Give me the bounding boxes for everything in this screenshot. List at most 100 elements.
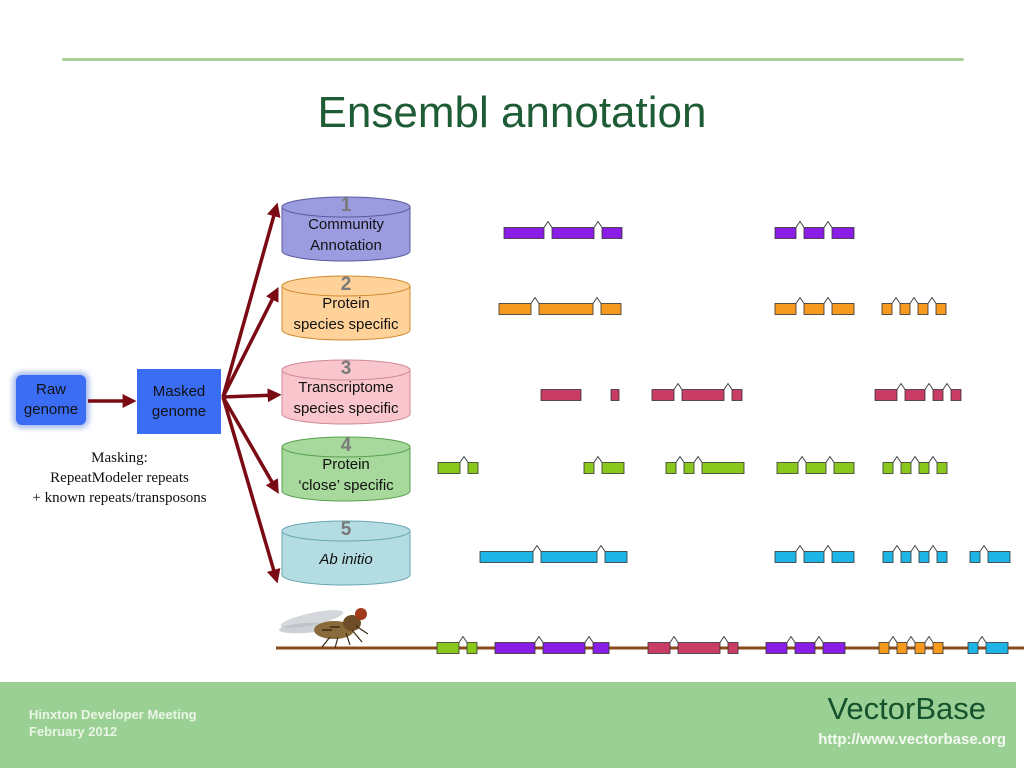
intron-row-2 [891,296,901,304]
exon-row-5 [479,551,534,563]
intron-row-2 [823,296,833,304]
intron-genome [534,635,544,643]
source-cylinder-top-5 [281,520,411,542]
source-arrow-4 [221,396,279,494]
intron-row-4 [593,455,603,463]
exon-row-4 [583,462,595,474]
source-cylinder-top-1 [281,196,411,218]
source-number: 2 [340,274,352,295]
exon-row-2 [600,303,622,315]
fly-icon [279,608,369,649]
exon-row-5 [540,551,598,563]
intron-row-5 [892,544,902,552]
exon-row-3 [681,389,725,401]
exon-row-5 [900,551,912,563]
exon-genome [794,642,816,654]
exon-row-4 [882,462,894,474]
exon-genome [878,642,890,654]
source-arrow-3 [222,388,282,403]
exon-row-4 [936,462,948,474]
intron-row-1 [823,220,833,228]
raw-genome-label: Raw genome [23,381,79,418]
exon-row-2 [881,303,893,315]
exon-row-2 [498,303,532,315]
intron-genome [924,635,934,643]
intron-genome [977,635,987,643]
exon-genome [822,642,846,654]
intron-row-3 [896,382,906,390]
exon-row-2 [538,303,594,315]
intron-row-2 [592,296,602,304]
exon-genome [896,642,908,654]
exon-genome [466,642,478,654]
raw-genome-box: Raw genome [16,375,86,425]
exon-genome [967,642,979,654]
exon-genome [985,642,1009,654]
intron-genome [786,635,796,643]
intron-row-5 [596,544,606,552]
source-cylinder-4 [281,447,411,502]
intron-row-4 [825,455,835,463]
exon-genome [727,642,739,654]
masked-genome-label: Masked genome [151,382,207,420]
source-label: Ab initio [319,551,373,568]
source-cylinder-top-3 [281,359,411,381]
intron-row-5 [532,544,542,552]
exon-genome [494,642,536,654]
exon-row-4 [833,462,855,474]
masking-note: Masking: RepeatModeler repeats + known r… [12,448,227,508]
intron-row-3 [924,382,934,390]
source-number: 4 [340,435,352,456]
source-arrow-5 [221,396,281,584]
exon-row-4 [776,462,799,474]
masked-genome-box: Masked genome [137,369,221,434]
exon-genome [436,642,460,654]
source-cylinder-3 [281,370,411,425]
intron-genome [584,635,594,643]
footer-url[interactable]: http://www.vectorbase.org [818,731,1006,748]
exon-row-4 [805,462,827,474]
exon-row-4 [918,462,930,474]
source-cylinder-top-2 [281,275,411,297]
exon-row-1 [774,227,797,239]
intron-row-4 [459,455,469,463]
exon-row-5 [918,551,930,563]
exon-row-3 [651,389,675,401]
exon-row-4 [701,462,745,474]
exon-row-5 [774,551,797,563]
intron-genome [719,635,729,643]
exon-row-1 [601,227,623,239]
exon-row-3 [874,389,898,401]
intron-genome [669,635,679,643]
exon-row-2 [803,303,825,315]
exon-row-3 [932,389,944,401]
intron-genome [458,635,468,643]
footer-meeting-line: Hinxton Developer Meeting [29,707,197,722]
exon-row-5 [987,551,1011,563]
exon-row-2 [917,303,929,315]
intron-row-4 [675,455,685,463]
source-arrow-2 [221,287,279,398]
intron-row-3 [942,382,952,390]
intron-row-5 [928,544,938,552]
intron-genome [906,635,916,643]
source-number: 3 [340,358,352,379]
masking-note-line: RepeatModeler repeats [50,470,189,486]
exon-row-1 [803,227,825,239]
page-title: Ensembl annotation [317,88,707,137]
source-label: Protein‘close’ specific [298,456,394,494]
exon-row-3 [540,389,582,401]
source-cylinder-2 [281,286,411,341]
intron-row-3 [673,382,683,390]
intron-row-1 [543,220,553,228]
masking-note-line: + known repeats/transposons [32,490,207,506]
footer-edge [1016,682,1024,768]
source-cylinder-1 [281,207,411,262]
intron-row-1 [593,220,603,228]
intron-row-2 [795,296,805,304]
exon-row-4 [467,462,479,474]
exon-row-1 [503,227,545,239]
exon-row-3 [950,389,962,401]
